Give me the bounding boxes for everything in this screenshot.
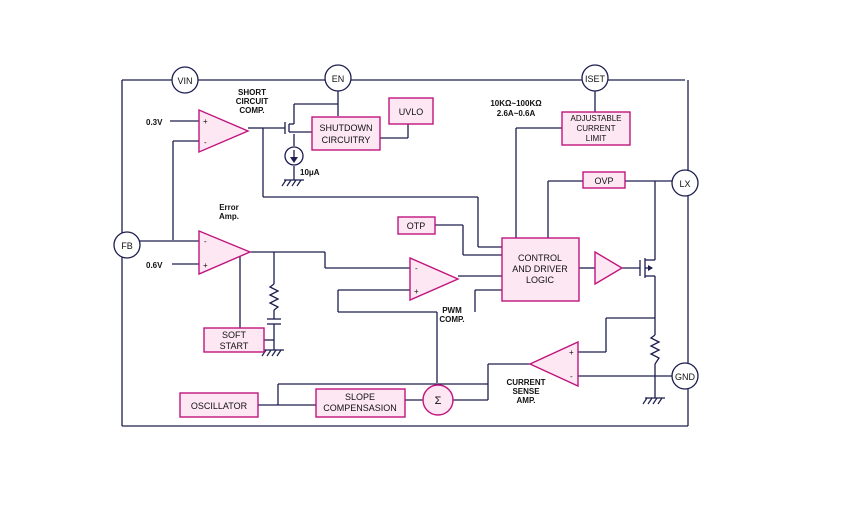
pwm-comp-label-1: PWM [442,306,462,315]
adj-limit-label-2: CURRENT [576,124,615,133]
oscillator-label: OSCILLATOR [191,401,248,411]
ovp-block [582,171,626,189]
sense-resistor [649,334,661,365]
error-amp-label-2: Amp. [219,212,239,221]
short-comp-label-3: COMP. [239,106,264,115]
control-label-2: AND DRIVER [512,264,568,274]
cs-amp-minus: - [570,372,573,381]
shutdown-block [311,116,381,151]
uvlo-block [388,97,434,125]
short-comp-plus: + [203,117,208,126]
enable-transistor-icon [284,122,294,134]
short-circuit-comparator [198,108,250,154]
pin-lx [671,169,699,197]
adjustable-current-limit-block [561,111,631,146]
error-amp-label-1: Error [219,203,239,212]
current-sense-amplifier [528,340,579,388]
control-logic-block [501,237,580,302]
cs-amp-label-1: CURRENT [506,378,545,387]
soft-start-label-1: SOFT [222,330,247,340]
adj-limit-label-3: LIMIT [586,134,607,143]
error-amp-minus: - [204,237,207,246]
ground-symbols [261,179,665,405]
control-label-1: CONTROL [518,253,562,263]
ovp-label: OVP [594,176,613,186]
pin-fb-label: FB [121,241,133,251]
current-source-label: 10μA [300,168,320,177]
pin-fb [113,231,141,259]
soft-start-block [203,327,265,353]
uvlo-label: UVLO [399,107,424,117]
pin-en [324,64,352,92]
iset-range-label: 10KΩ~100KΩ [490,99,542,108]
short-comp-minus: - [204,138,207,147]
iset-current-label: 2.6A~0.6A [497,109,536,118]
driver-buffer [594,250,624,286]
error-amplifier [198,229,252,276]
slope-compensation-block [315,388,406,418]
cs-amp-label-2: SENSE [512,387,540,396]
control-label-3: LOGIC [526,275,555,285]
internal-wires [140,90,672,406]
slope-label-1: SLOPE [345,392,375,402]
pin-gnd [671,362,699,390]
power-switch-icon [639,258,655,278]
shutdown-label-2: CIRCUITRY [322,135,371,145]
pwm-comp-plus: + [414,287,419,296]
ref-06v-label: 0.6V [146,261,163,270]
adj-limit-label-1: ADJUSTABLE [571,114,622,123]
otp-block [397,216,436,235]
pwm-comp-label-2: COMP. [439,315,464,324]
pin-vin [171,66,199,94]
pin-vin-label: VIN [177,76,192,86]
sigma-symbol: Σ [435,395,442,407]
soft-start-label-2: START [220,341,249,351]
pin-iset-label: ISET [585,74,606,84]
short-comp-label-1: SHORT [238,88,266,97]
current-source-icon [284,146,304,166]
cs-amp-label-3: AMP. [517,396,536,405]
pin-gnd-label: GND [675,372,696,382]
pin-iset [581,64,609,92]
pin-en-label: EN [332,74,345,84]
slope-label-2: COMPENSASION [323,403,397,413]
pwm-comparator [409,256,460,302]
short-comp-label-2: CIRCUIT [236,97,269,106]
pin-lx-label: LX [679,179,690,189]
shutdown-label-1: SHUTDOWN [320,123,373,133]
summing-node [422,384,454,416]
pwm-comp-minus: - [415,264,418,273]
ref-03v-label: 0.3V [146,118,163,127]
oscillator-block [179,392,259,418]
rc-network [267,283,281,325]
error-amp-plus: + [203,261,208,270]
otp-label: OTP [407,221,426,231]
cs-amp-plus: + [569,348,574,357]
